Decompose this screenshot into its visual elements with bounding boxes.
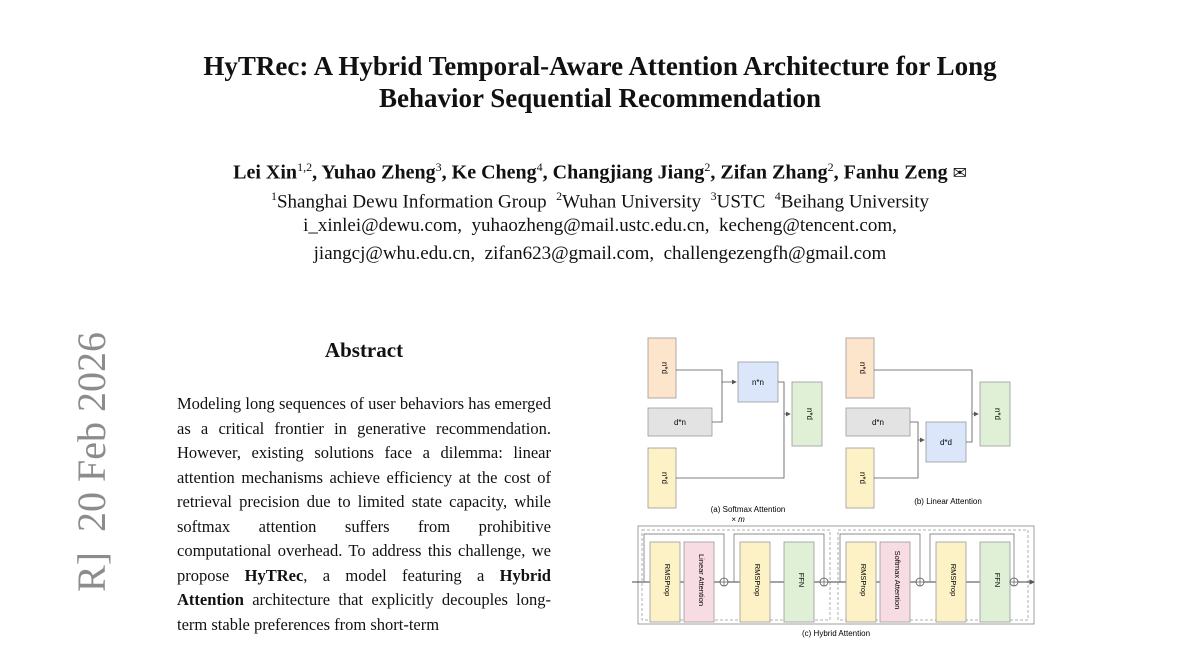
fig-box: [845, 407, 911, 437]
affil-name: Shanghai Dewu Information Group: [276, 191, 547, 213]
author-affil-sup: 1,2: [297, 160, 313, 174]
add-node-icon: [1009, 577, 1019, 587]
fig-box-label: FFN: [993, 573, 1002, 588]
arxiv-stamp: R] 20 Feb 2026: [22, 332, 114, 648]
author-affil-sup: 2: [704, 160, 711, 174]
emails-line-2: jiangcj@whu.edu.cn, zifan623@gmail.com, …: [313, 243, 887, 264]
abstract-bold: Hybrid Attention: [177, 565, 551, 610]
add-node-icon: [719, 577, 729, 587]
fig-box-label: Linear Attention: [697, 554, 706, 606]
fig-box-label: n*d: [660, 472, 669, 484]
affil-name: Beihang University: [780, 191, 930, 213]
abstract-body: Modeling long sequences of user behavior…: [177, 392, 551, 637]
author-emails: i_xinlei@dewu.com, yuhaozheng@mail.ustc.…: [60, 212, 1140, 268]
arxiv-stamp-text: R] 20 Feb 2026: [69, 332, 114, 592]
architecture-diagram: n*d d*n n*d n*n n*d (a) Softmax Attentio…: [632, 337, 1035, 638]
title-line-1: HyTRec: A Hybrid Temporal-Aware Attentio…: [203, 51, 997, 81]
hybrid-block-1: [641, 529, 831, 621]
abstract-heading: Abstract: [324, 338, 404, 362]
fig-box-label: RMSProp: [663, 564, 672, 597]
fig-box: [979, 541, 1011, 623]
envelope-icon: ✉: [952, 163, 967, 184]
fig-box-label: n*n: [752, 378, 764, 387]
affil-sup: 4: [774, 189, 781, 203]
fig-box: [979, 381, 1011, 447]
abstract-text: , a model featuring a: [303, 565, 500, 585]
author-name: Zifan Zhang: [720, 161, 828, 184]
author-affil-sup: 3: [435, 160, 442, 174]
fig-box: [925, 421, 967, 463]
fig-box-label: n*d: [858, 362, 867, 374]
author-name: Fanhu Zeng: [843, 161, 948, 184]
affiliations: 1Shanghai Dewu Information Group 2Wuhan …: [60, 184, 1140, 214]
fig-box: [879, 541, 911, 623]
fig-box-label: d*n: [674, 418, 686, 427]
fig-box-label: RMSProp: [949, 564, 958, 597]
affil-sup: 2: [556, 189, 563, 203]
author-name: Yuhao Zheng: [321, 161, 436, 184]
fig-box-label: n*d: [993, 408, 1002, 420]
linear-attention-panel: n*d d*n n*d d*d n*d (b) Linear Attention: [845, 337, 1011, 509]
hybrid-caption: (c) Hybrid Attention: [802, 629, 870, 638]
affil-name: USTC: [716, 191, 766, 213]
abstract-text: architecture that explicitly decouples l…: [177, 590, 551, 634]
affil-sup: 1: [270, 189, 277, 203]
affil-sup: 3: [710, 189, 717, 203]
hybrid-block-2: [837, 529, 1029, 621]
abstract-bold: HyTRec: [244, 565, 304, 585]
fig-box-label: Softmax Attention: [893, 551, 902, 610]
fig-box-label: n*d: [858, 472, 867, 484]
fig-box: [845, 541, 877, 623]
author-name: Ke Cheng: [451, 161, 537, 184]
add-node-icon: [819, 577, 829, 587]
author-name: Changjiang Jiang: [552, 161, 705, 184]
architecture-figure: n*d d*n n*d n*n n*d (a) Softmax Attentio…: [630, 330, 1050, 648]
hybrid-outer-frame: [637, 525, 1035, 625]
abstract-text: Modeling long sequences of user behavior…: [177, 394, 551, 585]
fig-box: [791, 381, 823, 447]
fig-box: [683, 541, 715, 623]
fig-box: [647, 407, 713, 437]
fig-box-label: n*d: [660, 362, 669, 374]
fig-box-label: RMSProp: [753, 564, 762, 597]
emails-line-1: i_xinlei@dewu.com, yuhaozheng@mail.ustc.…: [303, 215, 897, 236]
fig-box-label: n*d: [805, 408, 814, 420]
fig-box: [649, 541, 681, 623]
fig-box: [739, 541, 771, 623]
author-name: Lei Xin: [233, 161, 298, 184]
fig-box: [845, 337, 875, 399]
author-affil-sup: 2: [827, 160, 834, 174]
linear-caption: (b) Linear Attention: [914, 497, 982, 506]
fig-box-label: d*d: [940, 438, 952, 447]
author-affil-sup: 4: [536, 160, 543, 174]
author-list: Lei Xin1,2, Yuhao Zheng3, Ke Cheng4, Cha…: [233, 160, 967, 184]
repeat-count: × m: [731, 515, 745, 524]
fig-box: [647, 337, 677, 399]
fig-box-label: d*n: [872, 418, 884, 427]
fig-box: [845, 447, 875, 509]
hybrid-attention-panel: × m RMSProp Linear Attention RMSProp FFN…: [632, 515, 1035, 638]
add-node-icon: [915, 577, 925, 587]
fig-box-label: FFN: [797, 573, 806, 588]
softmax-attention-panel: n*d d*n n*d n*n n*d (a) Softmax Attentio…: [647, 337, 823, 514]
paper-title: HyTRec: A Hybrid Temporal-Aware Attentio…: [100, 50, 1100, 114]
fig-box: [935, 541, 967, 623]
softmax-caption: (a) Softmax Attention: [711, 505, 786, 514]
fig-box: [783, 541, 815, 623]
fig-box-label: RMSProp: [859, 564, 868, 597]
affil-name: Wuhan University: [562, 191, 702, 213]
title-line-2: Behavior Sequential Recommendation: [378, 83, 821, 113]
